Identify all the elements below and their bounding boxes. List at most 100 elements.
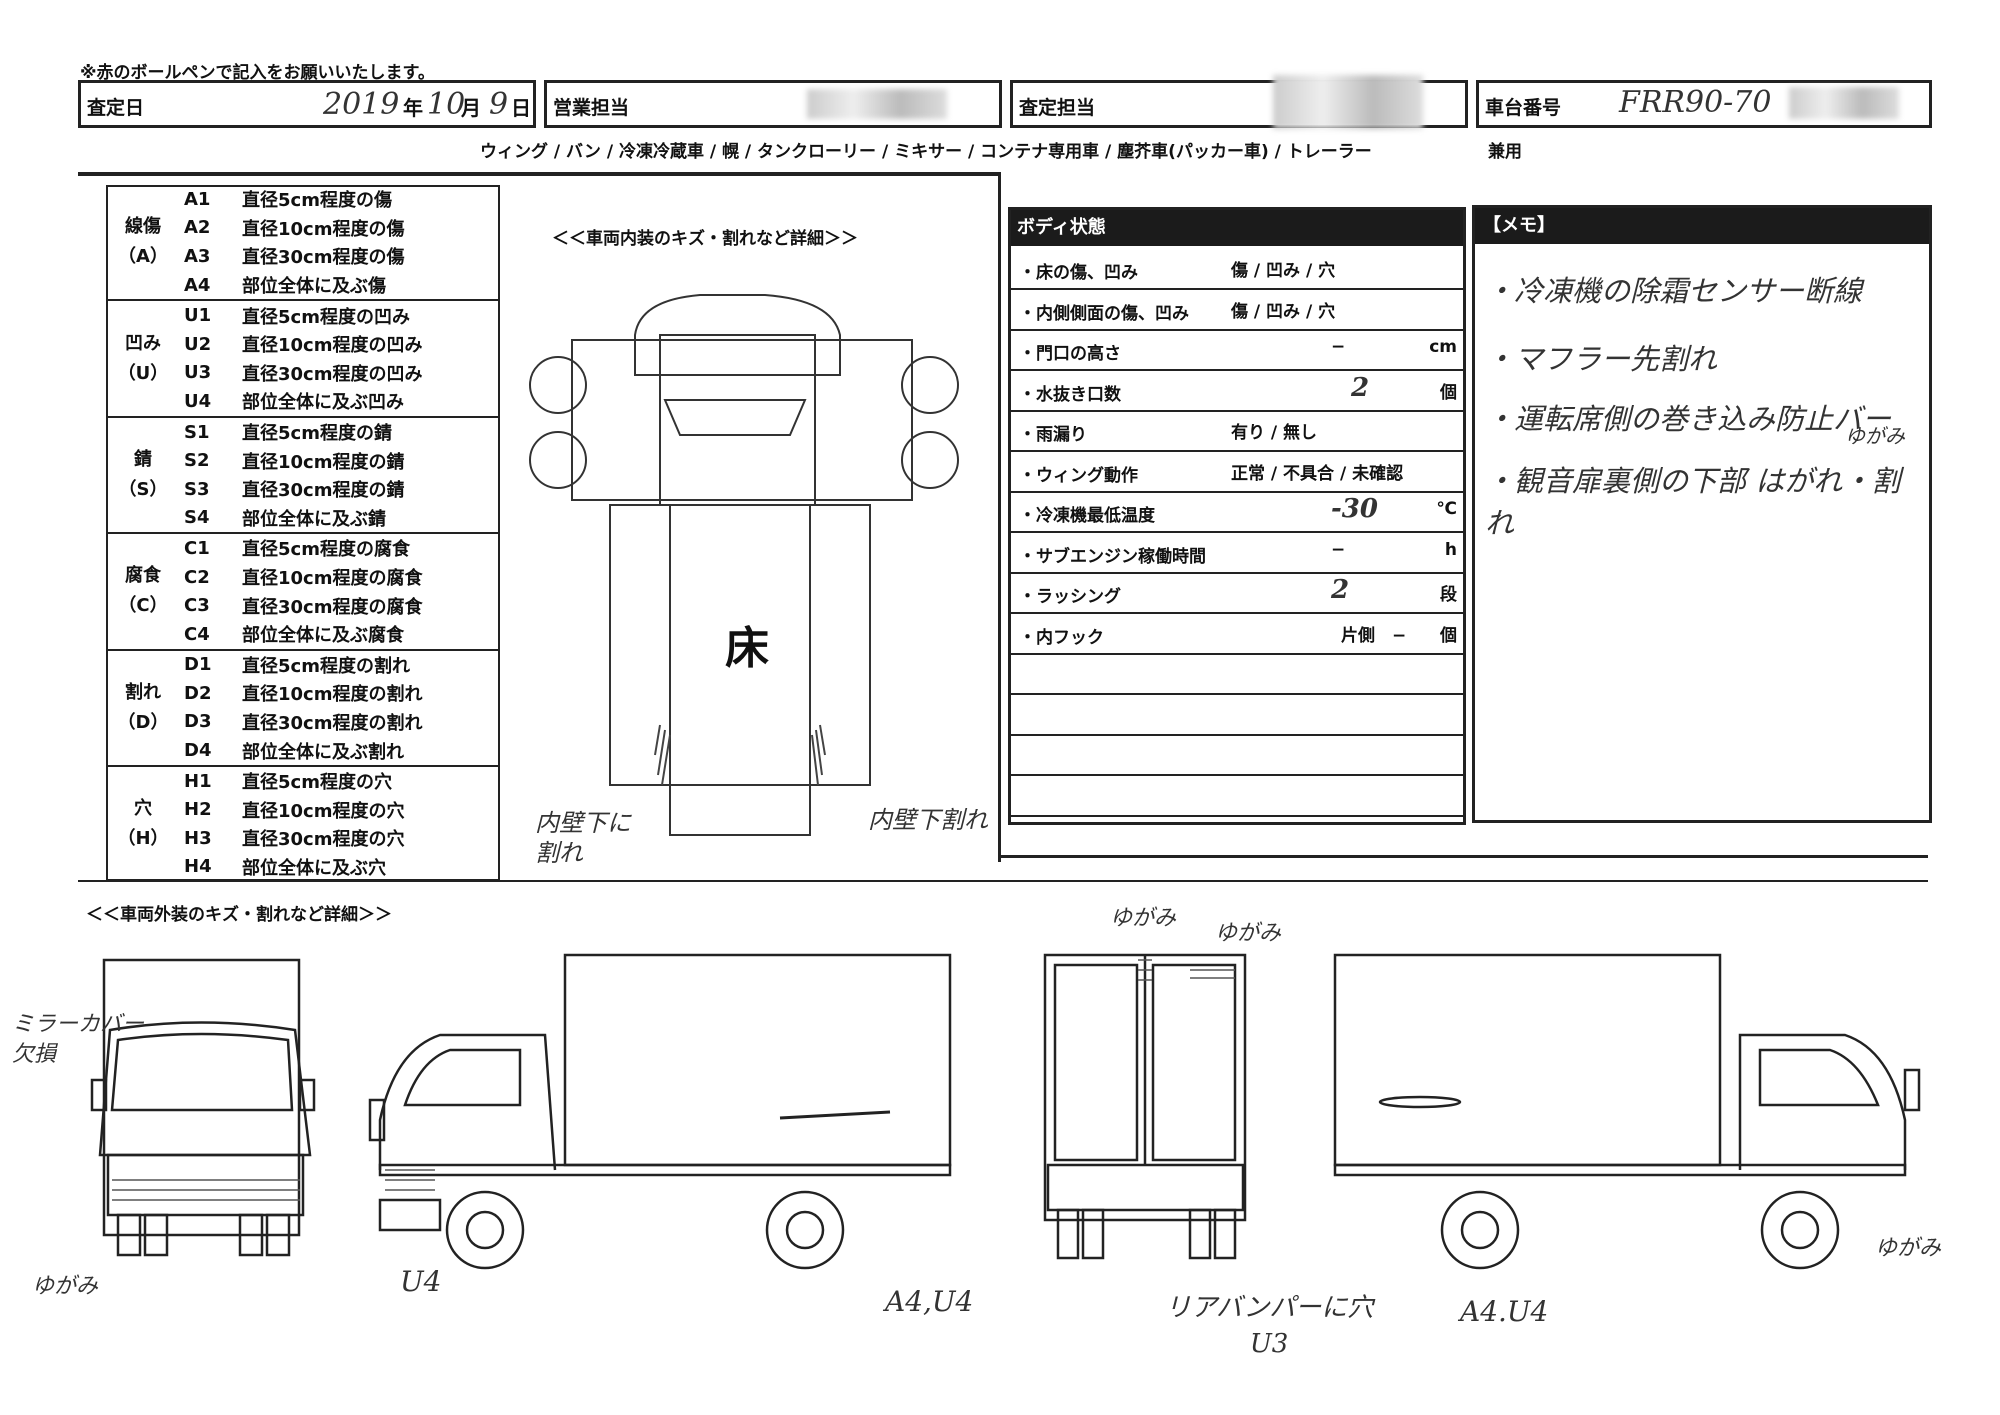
legend-description: 直径5cm程度の錆 <box>238 415 500 447</box>
body-state-row[interactable]: ・雨漏り 有り / 無し <box>1011 410 1463 452</box>
legend-code: H1 <box>180 764 238 796</box>
body-state-value[interactable]: 2 <box>1351 372 1370 403</box>
memo-line-1[interactable]: ・冷凍機の除霜センサー断線 <box>1485 274 1863 308</box>
legend-description: 直径5cm程度の割れ <box>238 648 500 680</box>
legend-category: 腐食 （C） <box>106 532 180 650</box>
date-label: 査定日 <box>87 97 145 119</box>
body-state-row[interactable]: ・内フック 片側 − 個 <box>1011 613 1463 655</box>
body-state-blank-row[interactable] <box>1011 775 1463 817</box>
redacted-name <box>1273 75 1423 129</box>
legend-code: A4 <box>184 274 211 296</box>
body-state-panel: ボディ状態 ・床の傷、凹み傷 / 凹み / 穴・内側側面の傷、凹み傷 / 凹み … <box>1008 207 1466 825</box>
dashboard-outline <box>663 399 807 436</box>
body-state-row[interactable]: ・ウィング動作正常 / 不具合 / 未確認 <box>1011 451 1463 493</box>
body-state-unit: h <box>1444 539 1457 560</box>
chassis-value: FRR90-70 <box>1619 85 1772 120</box>
vehicle-type-options[interactable]: ウィング / バン / 冷凍冷蔵車 / 幌 / タンクローリー / ミキサー /… <box>480 142 1372 162</box>
cab-outline <box>571 339 913 501</box>
body-state-value[interactable]: 有り / 無し <box>1231 423 1318 443</box>
rear-top-right-hatch <box>1190 969 1235 979</box>
body-state-value[interactable]: 傷 / 凹み / 穴 <box>1231 301 1336 322</box>
interior-floor-diagram <box>529 294 959 836</box>
body-state-row[interactable]: ・冷凍機最低温度-30℃ <box>1011 491 1463 533</box>
legend-description: 部位全体に及ぶ腐食 <box>242 625 404 647</box>
body-state-label: ・門口の高さ <box>1019 344 1121 364</box>
legend-code: C1 <box>180 532 238 563</box>
legend-code: C4 <box>184 623 210 645</box>
right-front-wheel <box>901 356 959 414</box>
memo-line-4[interactable]: ・観音扉裏側の下部 はがれ・割れ <box>1485 464 1901 540</box>
legend-description: 部位全体に及ぶ穴 <box>242 857 386 879</box>
floor-label: 床 <box>725 623 769 674</box>
body-state-blank-row[interactable] <box>1011 734 1463 776</box>
month-suffix: 月 <box>461 96 481 120</box>
body-state-value[interactable]: 傷 / 凹み / 穴 <box>1231 261 1336 281</box>
body-state-row[interactable]: ・門口の高さ−cm <box>1011 329 1463 371</box>
sales-field[interactable]: 営業担当 <box>544 80 1002 128</box>
legend-code: S3 <box>184 478 210 500</box>
right-front-annotation: ゆがみ <box>1875 1236 1942 1261</box>
body-state-label: ・内フック <box>1019 627 1104 648</box>
right-rear-wheel <box>901 431 959 489</box>
body-state-value[interactable]: 片側 − <box>1341 625 1407 646</box>
body-state-blank-row[interactable] <box>1011 694 1463 736</box>
body-state-row[interactable]: ・床の傷、凹み傷 / 凹み / 穴 <box>1011 248 1463 290</box>
left-u4-annotation: U4 <box>400 1265 442 1298</box>
body-state-blank-row[interactable] <box>1011 653 1463 695</box>
body-state-value[interactable]: 正常 / 不具合 / 未確認 <box>1231 463 1404 484</box>
chassis-field[interactable]: 車台番号 FRR90-70 <box>1476 80 1932 128</box>
legend-description: 直径10cm程度の腐食 <box>242 568 423 590</box>
date-field[interactable]: 査定日 2019 年 10 月 9 日 <box>78 80 536 128</box>
rear-view-truck <box>1043 953 1247 1260</box>
left-crack-mark <box>654 724 671 786</box>
appraiser-label: 査定担当 <box>1019 97 1096 119</box>
appraiser-field[interactable]: 査定担当 <box>1010 75 1468 129</box>
legend-category: 線傷 （A） <box>118 216 168 268</box>
body-state-row[interactable]: ・サブエンジン稼働時間−h <box>1011 532 1463 574</box>
date-year: 2019 <box>323 87 400 122</box>
legend-description: 直径10cm程度の傷 <box>242 218 405 240</box>
body-state-row[interactable]: ・内側側面の傷、凹み傷 / 凹み / 穴 <box>1011 289 1463 331</box>
left-a4u4-annotation: A4,U4 <box>885 1285 974 1318</box>
front-view-truck <box>90 958 316 1257</box>
body-state-value[interactable]: 2 <box>1331 575 1350 605</box>
legend-description: 直径30cm程度の穴 <box>242 829 405 851</box>
body-state-label: ・雨漏り <box>1019 425 1087 445</box>
rear-top-hatch <box>1138 959 1152 981</box>
memo-line-3[interactable]: ・運転席側の巻き込み防止バー <box>1485 402 1892 436</box>
body-state-label: ・冷凍機最低温度 <box>1019 506 1155 526</box>
legend-row: C2 直径10cm程度の腐食 <box>106 563 500 592</box>
body-state-unit: 個 <box>1440 625 1457 646</box>
body-state-value[interactable]: − <box>1331 337 1346 357</box>
legend-code: A3 <box>184 245 211 267</box>
body-state-value[interactable]: − <box>1331 539 1346 560</box>
legend-description: 直径30cm程度の傷 <box>242 247 405 269</box>
legend-description: 部位全体に及ぶ割れ <box>242 741 404 763</box>
chassis-label: 車台番号 <box>1485 97 1562 119</box>
section-divider <box>1000 855 1928 858</box>
rear-top-right-annotation: ゆがみ <box>1215 921 1282 946</box>
body-state-value[interactable]: -30 <box>1331 494 1378 524</box>
legend-description: 直径10cm程度の穴 <box>242 800 405 822</box>
legend-code: C2 <box>184 566 210 588</box>
legend-category: 割れ （D） <box>106 648 180 766</box>
combined-use-label: 兼用 <box>1488 142 1522 162</box>
legend-description: 直径5cm程度の穴 <box>238 764 500 796</box>
legend-category: 錆 （S） <box>106 415 180 534</box>
cab-center-outline <box>659 334 816 506</box>
interior-note-right: 内壁下割れ <box>868 806 988 834</box>
body-state-label: ・ラッシング <box>1019 587 1121 607</box>
memo-line-2[interactable]: ・マフラー先割れ <box>1485 342 1718 376</box>
